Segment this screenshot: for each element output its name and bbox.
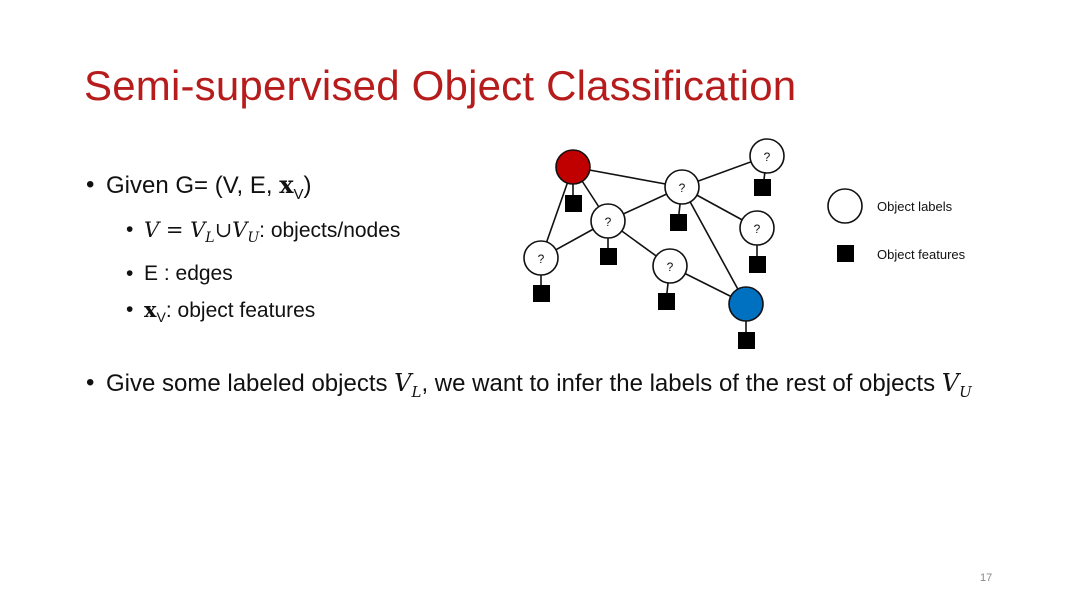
sub1-U: U	[247, 229, 260, 246]
labeled-node-blue	[728, 286, 764, 322]
graph-nodes	[523, 138, 785, 322]
edge	[572, 166, 683, 188]
bullet-dot: •	[86, 369, 95, 396]
bullet-dot: •	[86, 171, 95, 198]
unknown-label-text: ?	[679, 181, 686, 195]
slide-title: Semi-supervised Object Classification	[84, 62, 797, 109]
unknown-label-text: ?	[605, 215, 612, 229]
sub3-text: : object features	[165, 298, 316, 322]
feature-square	[600, 248, 617, 265]
given-x-sub: V	[293, 185, 304, 203]
sub-bullet-features: • xV: object features	[126, 292, 526, 335]
legend-label-icon	[827, 188, 863, 224]
unknown-label-text: ?	[538, 252, 545, 266]
unlabeled-node	[739, 210, 775, 246]
sub-bullet-features-text: xV: object features	[144, 292, 315, 335]
infer-vu-sub: U	[959, 382, 972, 401]
feature-square	[670, 214, 687, 231]
infer-part1: Give some labeled objects	[106, 370, 395, 397]
infer-vl-sub: L	[411, 382, 422, 401]
given-x: x	[279, 170, 294, 199]
feature-square	[565, 195, 582, 212]
sub1-math: V = V	[144, 217, 206, 242]
bullet-infer: • Give some labeled objects VL, we want …	[86, 366, 986, 409]
sub3-x-sub: V	[156, 309, 166, 326]
feature-square	[738, 332, 755, 349]
feature-square	[658, 293, 675, 310]
legend-features-text: Object features	[877, 247, 966, 262]
unlabeled-node	[749, 138, 785, 174]
sub-bullet-edges: • E : edges	[126, 256, 526, 292]
labeled-node-red	[555, 149, 591, 185]
sub1-text: : objects/nodes	[259, 218, 401, 242]
unlabeled-node	[590, 203, 626, 239]
sub1-union: ∪V	[214, 217, 248, 242]
feature-squares	[533, 179, 771, 349]
graph-diagram: ? ? ? ? ? ? Object labels Object feature…	[523, 138, 966, 349]
sub-bullet-dot: •	[126, 261, 134, 285]
feature-square	[754, 179, 771, 196]
page-number: 17	[980, 572, 993, 584]
edge	[681, 186, 747, 305]
infer-part2: , we want to infer the labels of the res…	[421, 370, 942, 397]
node-question-marks: ? ? ? ? ? ?	[538, 150, 771, 274]
unknown-label-text: ?	[754, 222, 761, 236]
bullet-infer-text: Give some labeled objects VL, we want to…	[106, 366, 972, 409]
feature-square	[533, 285, 550, 302]
infer-vu: V	[941, 369, 960, 397]
given-suffix: )	[303, 172, 312, 199]
infer-vl: V	[394, 369, 412, 397]
sub3-x: x	[144, 296, 157, 322]
sub-bullet-nodes-text: V = VL∪VU: objects/nodes	[144, 212, 400, 256]
sub-bullet-dot: •	[126, 217, 134, 241]
legend: Object labels Object features	[827, 188, 966, 262]
sub2-text: E : edges	[144, 261, 233, 285]
sub-bullet-dot: •	[126, 297, 134, 321]
legend-labels-text: Object labels	[877, 199, 953, 214]
legend-feature-icon	[837, 245, 854, 262]
bullet-list: • Given G= (V, E, xV) • V = VL∪VU: objec…	[86, 168, 526, 335]
unlabeled-node	[652, 248, 688, 284]
sub-bullet-nodes: • V = VL∪VU: objects/nodes	[126, 212, 526, 256]
unknown-label-text: ?	[764, 150, 771, 164]
unlabeled-node	[664, 169, 700, 205]
unlabeled-node	[523, 240, 559, 276]
sub1-L: L	[205, 229, 215, 246]
bullet-given-text: Given G= (V, E, xV)	[106, 168, 312, 212]
given-prefix: Given G= (V, E,	[106, 172, 280, 199]
unknown-label-text: ?	[667, 260, 674, 274]
feature-square	[749, 256, 766, 273]
bullet-given: • Given G= (V, E, xV)	[86, 168, 526, 212]
